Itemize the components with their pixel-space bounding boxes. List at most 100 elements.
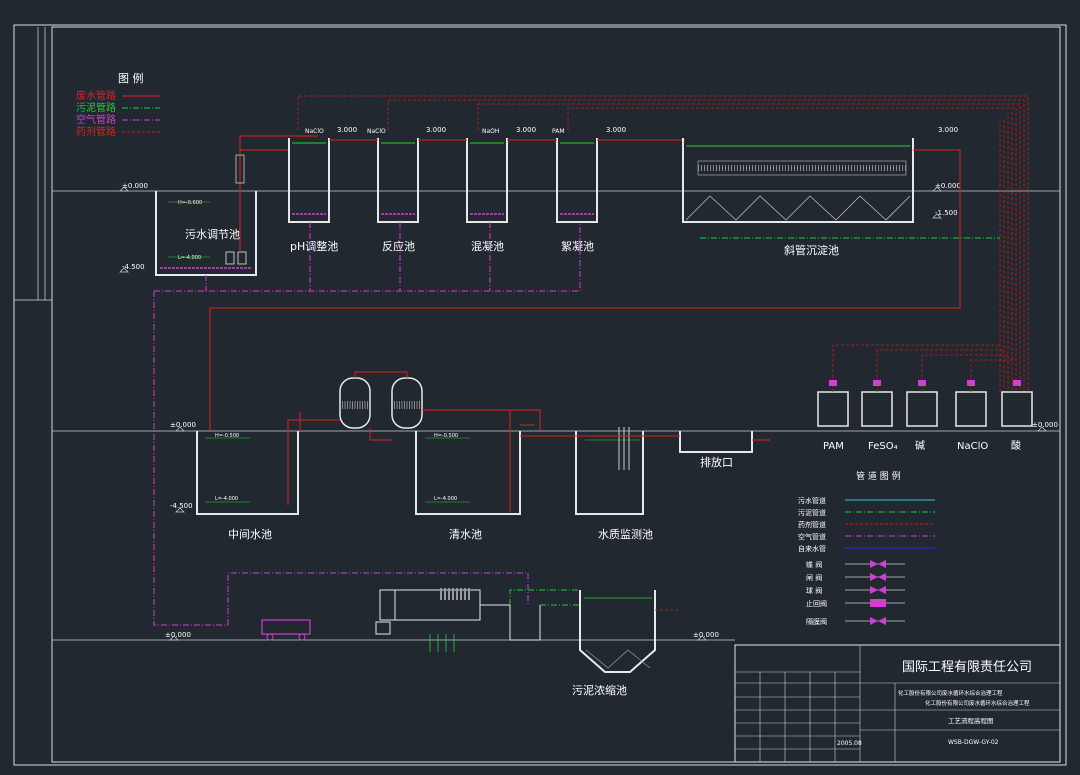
dose-naoh: NaOH [482,128,499,135]
settler-label: 斜管沉淀池 [784,243,839,257]
elev-3000-b: 3.000 [426,126,446,134]
elev-3000-c: 3.000 [516,126,536,134]
elev-m4500-top: -4.500 [122,263,145,271]
drawing-text: 自来水管 [798,544,826,553]
inclined-settler: 斜管沉淀池 [682,138,914,257]
drawing-text: L=-4.000 [215,496,238,502]
inner-frame [51,26,1061,763]
flowmeter-icon [235,154,245,184]
drawing-text: H=-0.500 [434,433,458,439]
chem-tank-pam-label: PAM [823,441,844,452]
outfall-label: 排放口 [700,455,733,469]
drawing-text: 污泥管道 [798,508,826,517]
drawing-text: 蝶 阀 [806,560,822,569]
legend-item-wastewater: 废水管路 [76,89,116,102]
drawing-title: 工艺流程高程图 [948,716,994,725]
monitoring-tank-label: 水质监测池 [598,528,653,541]
elevation-markers: ±0.000 ±0.000 -1.500 -4.500 ±0.000 ±0.00… [122,126,1058,639]
equalization-tank-label: 污水调节池 [185,228,240,241]
drawing-text: 空气管道 [798,532,826,541]
chem-tank-alkali-label: 碱 [915,440,925,452]
drawing-text: L=-4.000 [434,496,457,502]
pump-2-icon [237,251,247,265]
drawing-text: 污水管道 [798,496,826,505]
coagulation-tank-label: 混凝池 [471,239,504,253]
drawing-number: WSB-DGW-GY-02 [948,739,999,746]
sludge-thickener: 污泥浓缩池 [572,590,656,697]
top-tank-labels: pH调整池 反应池 混凝池 絮凝池 [290,239,594,253]
ph-tank-label: pH调整池 [290,239,338,253]
chemical-dosing-tanks: PAM FeSO₄ 碱 NaClO 酸 [817,344,1033,452]
left-margin-strip [14,27,52,301]
middle-level-labels: H=-0.500 L=-4.000 H=-0.500 L=-4.000 [215,433,458,502]
drawing-text: 隔膜阀 [806,617,827,626]
ball-valve-icon [870,586,886,594]
legend-item-air: 空气管路 [76,113,116,126]
ground-lines [52,190,1060,641]
reaction-tank-label: 反应池 [382,239,415,253]
elev-0-bot-right: ±0.000 [693,631,719,639]
settler-to-intermediate-pipe [209,149,961,430]
elev-0-top-left: ±0.000 [122,182,148,190]
drawing-text: H=-0.500 [215,433,239,439]
legend-item-chemical: 药剂管路 [76,125,116,138]
sludge-pipe-press [509,589,580,606]
chemical-pipes-top [297,95,1029,392]
elev-0-bot-left: ±0.000 [165,631,191,639]
company-name: 国际工程有限责任公司 [902,660,1032,675]
top-legend: 图 例 废水管路 污泥管路 空气管路 药剂管路 [76,71,160,138]
drawing-text: 球 阀 [806,586,822,595]
chem-tank-feso4-label: FeSO₄ [868,441,898,452]
title-block: 国际工程有限责任公司 化工股份有限公司废水循环水综合治理工程 化工股份有限公司废… [734,644,1061,763]
pressure-filters [339,377,423,429]
lift-pipe [239,135,318,252]
dose-naclo-1: NaClO [305,128,324,135]
middle-tank-labels: 中间水池 清水池 水质监测池 排放口 [228,455,733,541]
air-pipes [153,222,581,626]
eq-high-level: H=-0.600 [178,200,202,206]
dose-naclo-2: NaClO [367,128,386,135]
dose-pam: PAM [552,128,565,135]
drawing-text: 药剂管道 [798,520,826,529]
drawing-date: 2005.08 [837,740,862,747]
elev-0-top-right: ±0.000 [935,182,961,190]
pump-1-icon [225,251,235,265]
monitoring-probes [618,427,630,470]
dosing-labels: NaClO NaClO NaOH PAM [305,128,565,135]
elev-0-mid-left: ±0.000 [170,421,196,429]
press-legs [429,634,455,652]
project-line-1: 化工股份有限公司废水循环水综合治理工程 [898,689,1003,697]
middle-levels [205,437,640,503]
elev-0-mid-right: ±0.000 [1032,421,1058,429]
elevation-triangles [119,186,1047,641]
intermediate-tank-label: 中间水池 [228,528,272,541]
top-legend-title: 图 例 [118,71,144,85]
clear-water-tank-label: 清水池 [449,528,482,541]
drawing-text: 闸 阀 [806,573,822,582]
chem-tank-acid-label: 酸 [1011,439,1021,452]
filter-press [375,588,541,641]
top-process-tanks [288,138,598,223]
legend-item-sludge: 污泥管路 [76,101,116,114]
equalization-tank: H=-0.600 L=-4.000 污水调节池 [155,191,257,276]
elev-3000-a: 3.000 [337,126,357,134]
eq-low-level: L=-4.000 [178,255,201,261]
elev-3000-d: 3.000 [606,126,626,134]
elev-3000-e: 3.000 [938,126,958,134]
filter-piping [287,371,541,512]
check-valve-icon [870,599,886,607]
butterfly-valve-icon [870,560,886,568]
elev-m4500-mid: -4.500 [170,502,193,510]
chem-tank-naclo-label: NaClO [957,441,988,452]
thickener-label: 污泥浓缩池 [572,684,627,697]
elev-m1500: -1.500 [935,209,958,217]
middle-tanks [196,431,753,515]
drawing-text: 止回阀 [806,599,827,608]
pipe-legend-title: 管 道 图 例 [856,470,901,482]
pipe-legend: 管 道 图 例 污水管道 污泥管道 药剂管道 空气管道 自来水管 蝶 阀 闸 阀… [798,470,935,626]
project-line-2: 化工股份有限公司废水循环水综合治理工程 [925,699,1030,707]
outer-frame [13,24,1067,766]
gate-valve-icon [870,573,886,581]
